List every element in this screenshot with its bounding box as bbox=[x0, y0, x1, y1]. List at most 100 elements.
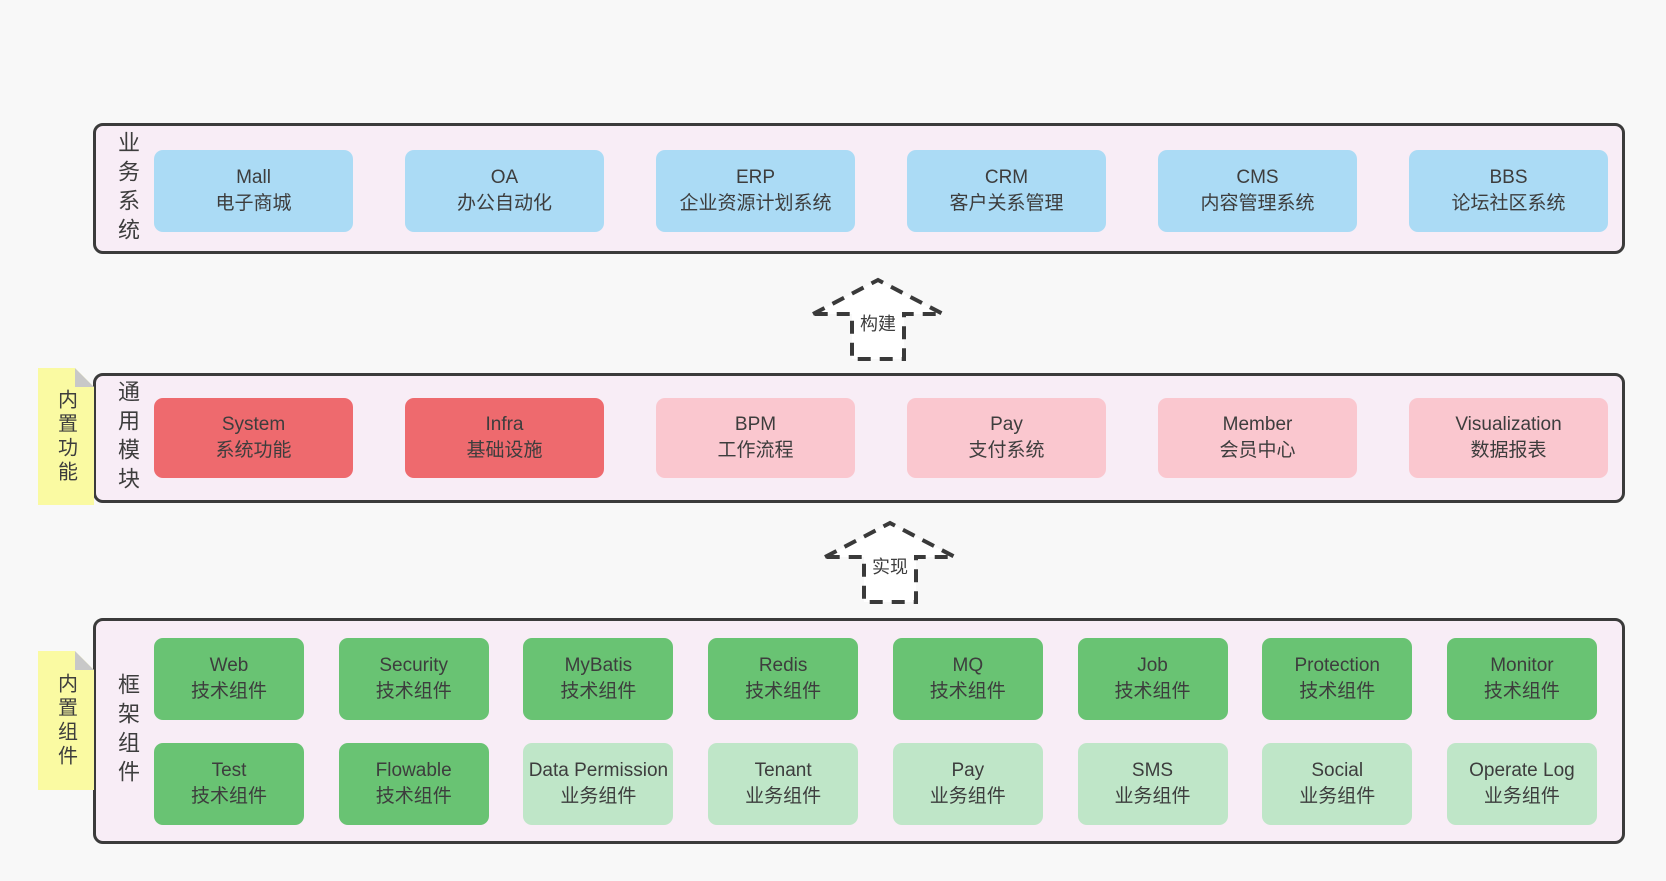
band-label-business-systems: 业务系统 bbox=[115, 130, 140, 247]
box-visualization: Visualization 数据报表 bbox=[1409, 398, 1608, 478]
box-name: Job bbox=[1137, 654, 1168, 676]
box-flowable: Flowable 技术组件 bbox=[338, 743, 489, 825]
box-security: Security 技术组件 bbox=[338, 638, 489, 720]
box-data-permission: Data Permission 业务组件 bbox=[523, 743, 674, 825]
box-member: Member 会员中心 bbox=[1158, 398, 1357, 478]
box-desc: 技术组件 bbox=[375, 681, 452, 702]
box-desc: 企业资源计划系统 bbox=[679, 193, 832, 214]
box-desc: 业务组件 bbox=[1114, 786, 1191, 807]
box-name: Security bbox=[379, 654, 449, 676]
box-name: Pay bbox=[951, 759, 985, 781]
box-desc: 电子商城 bbox=[215, 193, 292, 214]
box-desc: 技术组件 bbox=[190, 681, 267, 702]
box-desc: 支付系统 bbox=[968, 440, 1045, 461]
box-infra: Infra 基础设施 bbox=[405, 398, 604, 478]
box-pay: Pay 支付系统 bbox=[907, 398, 1106, 478]
box-operate-log: Operate Log 业务组件 bbox=[1446, 743, 1597, 825]
box-test: Test 技术组件 bbox=[154, 743, 304, 825]
box-redis: Redis 技术组件 bbox=[708, 638, 859, 720]
folded-corner-icon bbox=[75, 651, 94, 670]
box-desc: 技术组件 bbox=[1483, 681, 1560, 702]
box-crm: CRM 客户关系管理 bbox=[907, 150, 1106, 232]
box-name: Redis bbox=[758, 654, 808, 676]
common-modules-band: 通用模块 System 系统功能 Infra 基础设施 BPM 工作流程 Pay… bbox=[93, 373, 1625, 503]
sticky-note-built-in-features: 内置功能 bbox=[38, 368, 94, 505]
box-desc: 论坛社区系统 bbox=[1451, 193, 1566, 214]
sticky-note-built-in-components: 内置组件 bbox=[38, 651, 94, 790]
box-name: BBS bbox=[1489, 166, 1528, 188]
box-name: CRM bbox=[984, 166, 1029, 188]
box-name: Tenant bbox=[754, 759, 812, 781]
sticky-label: 内置组件 bbox=[54, 672, 77, 769]
box-name: ERP bbox=[735, 166, 776, 188]
box-desc: 数据报表 bbox=[1470, 440, 1547, 461]
box-tenant: Tenant 业务组件 bbox=[708, 743, 859, 825]
box-erp: ERP 企业资源计划系统 bbox=[656, 150, 855, 232]
arrow-label-build: 构建 bbox=[857, 313, 899, 335]
box-web: Web 技术组件 bbox=[154, 638, 304, 720]
common-modules-row: System 系统功能 Infra 基础设施 BPM 工作流程 Pay 支付系统… bbox=[154, 398, 1608, 478]
box-bpm: BPM 工作流程 bbox=[656, 398, 855, 478]
box-name: OA bbox=[490, 166, 519, 188]
box-system: System 系统功能 bbox=[154, 398, 353, 478]
box-desc: 业务组件 bbox=[1483, 786, 1560, 807]
box-mybatis: MyBatis 技术组件 bbox=[523, 638, 674, 720]
box-pay-biz: Pay 业务组件 bbox=[892, 743, 1043, 825]
box-desc: 技术组件 bbox=[190, 786, 267, 807]
box-name: Member bbox=[1222, 413, 1293, 435]
box-mall: Mall 电子商城 bbox=[154, 150, 353, 232]
box-name: Web bbox=[209, 654, 249, 676]
box-name: Monitor bbox=[1490, 654, 1554, 676]
box-desc: 技术组件 bbox=[1299, 681, 1376, 702]
framework-components-row-2: Test 技术组件 Flowable 技术组件 Data Permission … bbox=[154, 743, 1597, 825]
box-monitor: Monitor 技术组件 bbox=[1446, 638, 1597, 720]
box-desc: 技术组件 bbox=[375, 786, 452, 807]
box-oa: OA 办公自动化 bbox=[405, 150, 604, 232]
box-name: Test bbox=[211, 759, 247, 781]
box-desc: 客户关系管理 bbox=[949, 193, 1064, 214]
box-cms: CMS 内容管理系统 bbox=[1158, 150, 1357, 232]
box-desc: 技术组件 bbox=[560, 681, 637, 702]
box-protection: Protection 技术组件 bbox=[1262, 638, 1413, 720]
box-desc: 基础设施 bbox=[466, 440, 543, 461]
build-up-arrow-icon: 构建 bbox=[810, 276, 946, 362]
box-name: Mall bbox=[236, 166, 271, 188]
box-desc: 技术组件 bbox=[1114, 681, 1191, 702]
box-name: MyBatis bbox=[564, 654, 633, 676]
folded-corner-icon bbox=[75, 368, 94, 387]
box-desc: 业务组件 bbox=[929, 786, 1006, 807]
box-bbs: BBS 论坛社区系统 bbox=[1409, 150, 1608, 232]
box-name: Infra bbox=[485, 413, 524, 435]
box-name: Flowable bbox=[375, 759, 452, 781]
business-systems-band: 业务系统 Mall 电子商城 OA 办公自动化 ERP 企业资源计划系统 CRM… bbox=[93, 123, 1625, 254]
box-desc: 技术组件 bbox=[929, 681, 1006, 702]
box-name: BPM bbox=[734, 413, 777, 435]
band-label-framework-components: 框架组件 bbox=[115, 673, 140, 789]
box-desc: 会员中心 bbox=[1219, 440, 1296, 461]
box-desc: 业务组件 bbox=[745, 786, 822, 807]
box-mq: MQ 技术组件 bbox=[892, 638, 1043, 720]
business-systems-row: Mall 电子商城 OA 办公自动化 ERP 企业资源计划系统 CRM 客户关系… bbox=[154, 150, 1608, 232]
sticky-label: 内置功能 bbox=[54, 388, 77, 485]
box-name: SMS bbox=[1131, 759, 1174, 781]
box-desc: 业务组件 bbox=[1299, 786, 1376, 807]
box-job: Job 技术组件 bbox=[1077, 638, 1228, 720]
box-desc: 工作流程 bbox=[717, 440, 794, 461]
box-name: Pay bbox=[990, 413, 1023, 435]
framework-components-row-1: Web 技术组件 Security 技术组件 MyBatis 技术组件 Redi… bbox=[154, 638, 1597, 720]
box-name: System bbox=[221, 413, 286, 435]
arrow-label-implement: 实现 bbox=[869, 556, 911, 578]
box-name: Operate Log bbox=[1469, 759, 1575, 781]
band-label-common-modules: 通用模块 bbox=[115, 380, 140, 496]
implement-up-arrow-icon: 实现 bbox=[822, 519, 958, 605]
box-desc: 系统功能 bbox=[215, 440, 292, 461]
box-name: Social bbox=[1311, 759, 1364, 781]
box-desc: 内容管理系统 bbox=[1200, 193, 1315, 214]
box-name: Visualization bbox=[1455, 413, 1562, 435]
box-desc: 办公自动化 bbox=[456, 193, 552, 214]
box-social: Social 业务组件 bbox=[1262, 743, 1413, 825]
box-sms: SMS 业务组件 bbox=[1077, 743, 1228, 825]
box-name: Data Permission bbox=[528, 759, 669, 781]
box-desc: 业务组件 bbox=[560, 786, 637, 807]
